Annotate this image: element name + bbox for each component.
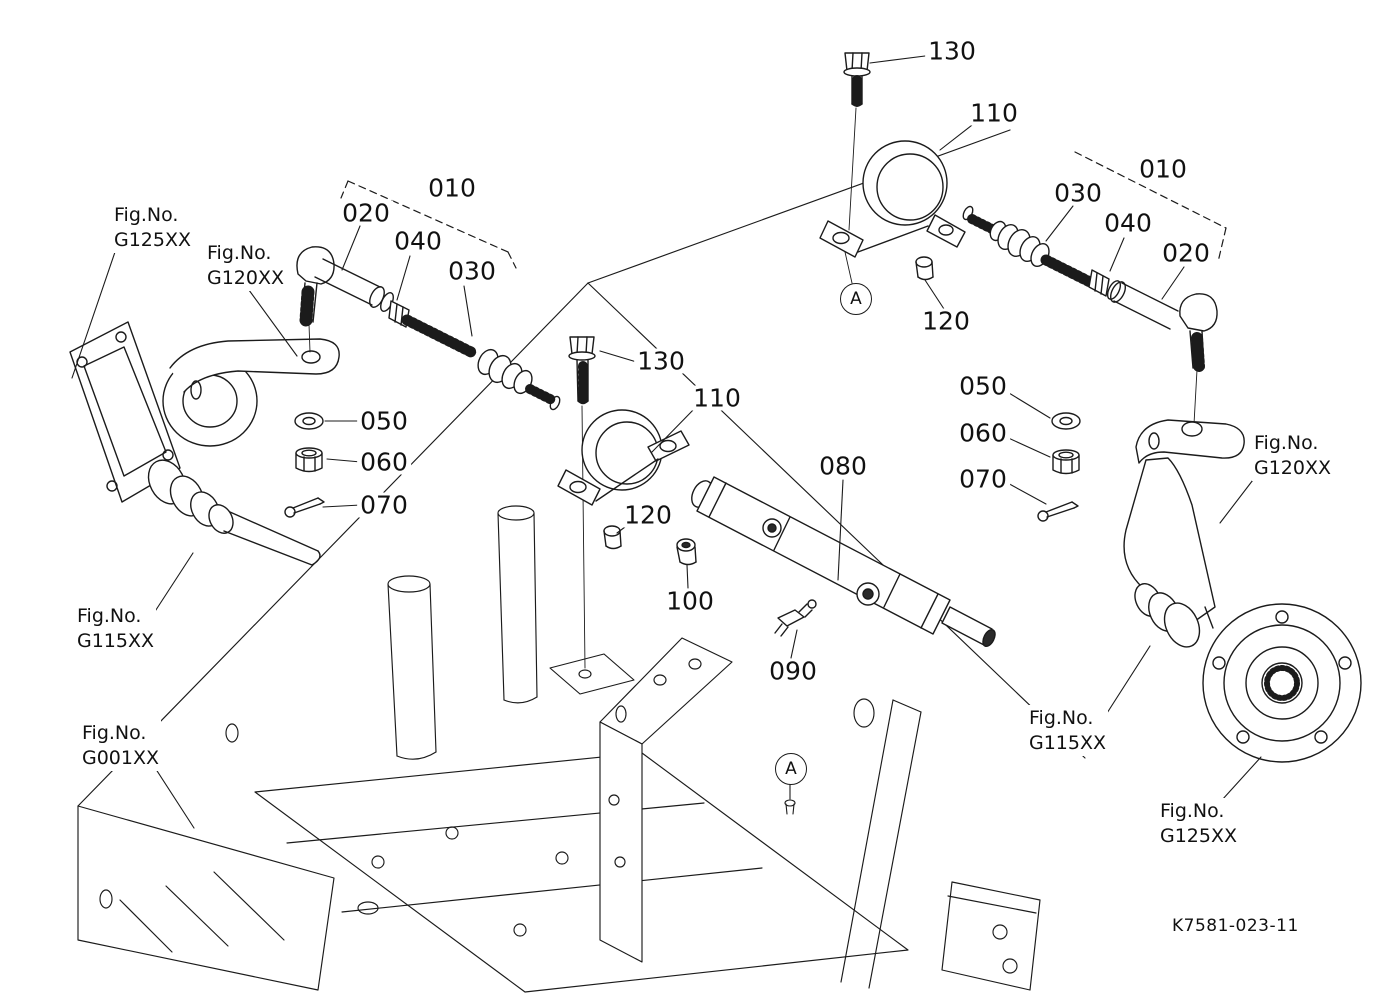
- figref-prefix: Fig.No.: [114, 204, 179, 226]
- left-knuckle-assembly: [69, 321, 340, 566]
- callout-050-right: 050: [956, 373, 1010, 399]
- figref-code: G001XX: [82, 746, 160, 769]
- callout-110-right: 110: [967, 100, 1021, 126]
- figref-right-drive-shaft: Fig.No. G115XX: [1027, 705, 1109, 757]
- view-marker-a-bottom-label: A: [785, 759, 797, 779]
- callout-060-left: 060: [357, 449, 411, 475]
- figref-right-knuckle: Fig.No. G120XX: [1252, 430, 1334, 482]
- figref-code: G125XX: [114, 228, 192, 251]
- callout-040-left: 040: [391, 228, 445, 254]
- callout-100: 100: [663, 588, 717, 614]
- callout-010-right: 010: [1136, 156, 1190, 182]
- frame-post-right: [497, 505, 538, 704]
- figref-prefix: Fig.No.: [1254, 432, 1319, 454]
- callout-120-center: 120: [621, 502, 675, 528]
- callout-050-left: 050: [357, 408, 411, 434]
- right-knuckle-assembly: [1123, 419, 1362, 763]
- figref-left-drive-shaft: Fig.No. G115XX: [75, 603, 157, 655]
- callout-070-right: 070: [956, 466, 1010, 492]
- figref-code: G125XX: [1160, 824, 1238, 847]
- figref-left-knuckle: Fig.No. G120XX: [205, 240, 287, 292]
- callout-130-center: 130: [634, 348, 688, 374]
- steering-cylinder-080: [691, 476, 996, 648]
- right-tie-rod: [962, 205, 1218, 425]
- left-washer-050: [294, 412, 324, 430]
- figref-prefix: Fig.No.: [207, 242, 272, 264]
- callout-090: 090: [766, 658, 820, 684]
- assembly-group-dashed-lines: [340, 151, 1227, 269]
- tractor-frame: [77, 129, 1086, 993]
- top-support-bracket-110: [819, 140, 966, 284]
- right-nut-060: [1052, 449, 1080, 475]
- view-marker-a-bottom: A: [775, 753, 807, 785]
- view-marker-a-top-label: A: [850, 289, 862, 309]
- view-marker-a-top: A: [840, 283, 872, 315]
- figref-prefix: Fig.No.: [1160, 800, 1225, 822]
- figref-left-axle-case: Fig.No. G125XX: [112, 202, 194, 254]
- figref-right-axle-case: Fig.No. G125XX: [1158, 798, 1240, 850]
- leader-lines: [71, 54, 1262, 829]
- callout-120-right: 120: [919, 308, 973, 334]
- left-tie-rod: [296, 246, 561, 411]
- figref-code: G115XX: [77, 629, 155, 652]
- callout-080: 080: [816, 453, 870, 479]
- frame-post-left: [387, 575, 437, 760]
- figref-prefix: Fig.No.: [1029, 707, 1094, 729]
- figref-frame: Fig.No. G001XX: [80, 720, 162, 772]
- hydraulic-fitting-100: [676, 538, 697, 566]
- callout-110-center: 110: [690, 385, 744, 411]
- left-cotter-pin-070: [284, 497, 325, 518]
- callout-030-left: 030: [445, 258, 499, 284]
- figref-prefix: Fig.No.: [82, 722, 147, 744]
- right-cotter-pin-070: [1037, 501, 1079, 522]
- left-nut-060: [295, 447, 323, 473]
- center-bolt-130: [568, 336, 596, 669]
- callout-010-left: 010: [425, 175, 479, 201]
- figref-code: G120XX: [207, 266, 285, 289]
- drawing-number: K7581-023-11: [1172, 916, 1299, 936]
- center-support-bracket-110: [557, 409, 690, 506]
- figref-code: G120XX: [1254, 456, 1332, 479]
- callout-060-right: 060: [956, 420, 1010, 446]
- top-plug-bolt-120: [915, 256, 934, 281]
- grease-fitting-090: [774, 599, 817, 637]
- top-bolt-130: [843, 52, 871, 231]
- callout-130-right: 130: [925, 38, 979, 64]
- figref-code: G115XX: [1029, 731, 1107, 754]
- center-plug-bolt-120: [603, 525, 622, 550]
- callout-040-right: 040: [1101, 210, 1155, 236]
- figref-prefix: Fig.No.: [77, 605, 142, 627]
- callout-020-right: 020: [1159, 240, 1213, 266]
- right-washer-050: [1051, 412, 1081, 430]
- callout-030-right: 030: [1051, 180, 1105, 206]
- callout-020-left: 020: [339, 200, 393, 226]
- callout-070-left: 070: [357, 492, 411, 518]
